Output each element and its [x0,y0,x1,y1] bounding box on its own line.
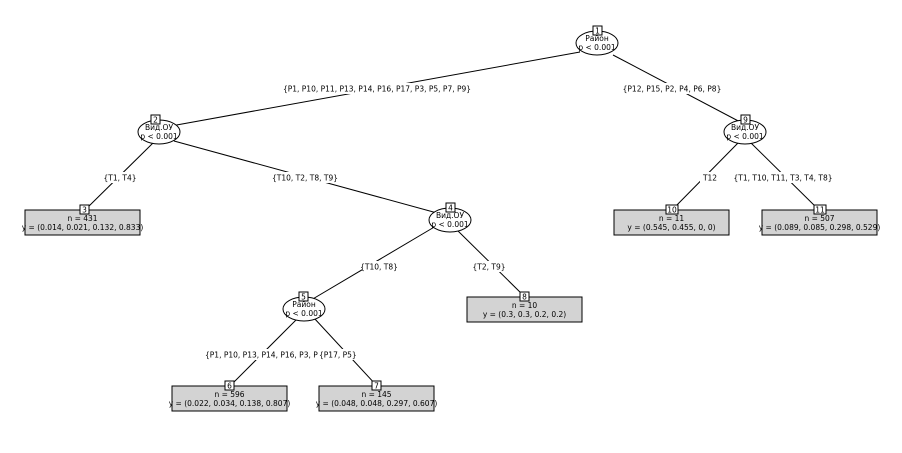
edge-label-2-3: {T1, T4} [103,174,136,183]
leaf-y: y = (0.048, 0.048, 0.297, 0.607) [316,399,438,408]
node-p-value: p < 0.001 [431,220,469,229]
inner-node-5: Район p < 0.001 5 [282,291,326,322]
leaf-node-6: 6 n = 596 y = (0.022, 0.034, 0.138, 0.80… [169,380,291,412]
node-id-box [150,114,161,125]
node-variable: Район [585,34,609,43]
node-id-box [445,202,456,213]
node-p-value: p < 0.001 [578,43,616,52]
leaf-n: n = 431 [67,214,97,223]
edge-label-bg [473,261,505,272]
node-variable: Район [292,300,316,309]
leaf-id-box [813,204,827,215]
inner-node-4: Вид.ОУ p < 0.001 4 [428,202,472,233]
leaf-node-11: 11 n = 507 y = (0.089, 0.085, 0.298, 0.5… [759,204,881,236]
edge-label-1-9: {P12, P15, P2, P4, P6, P8} [623,85,722,94]
edge-label-5-6: {P1, P10, P13, P14, P16, P3, P7, P9} [205,351,341,360]
leaf-id-box [79,204,90,215]
node-id: 2 [153,116,158,125]
node-p-value: p < 0.001 [285,309,323,318]
node-id-box [592,25,603,36]
leaf-n: n = 11 [659,214,685,223]
leaf-y: y = (0.545, 0.455, 0, 0) [627,223,715,232]
edge-label-bg [202,349,318,360]
leaf-n: n = 507 [804,214,834,223]
leaf-id-box [371,380,382,391]
edge-label-5-7: {P17, P5} [319,351,357,360]
edge-labels: {P1, P10, P11, P13, P14, P16, P17, P3, P… [103,83,833,360]
node-p-value: p < 0.001 [726,132,764,141]
inner-node-9: Вид.ОУ p < 0.001 9 [723,114,767,145]
edge-label-9-11: {T1, T10, T11, T3, T4, T8} [733,174,832,183]
leaf-node-3: 3 n = 431 y = (0.014, 0.021, 0.132, 0.83… [22,204,144,236]
leaf-y: y = (0.022, 0.034, 0.138, 0.807) [169,399,291,408]
leaf-id-box [224,380,235,391]
node-p-value: p < 0.001 [140,132,178,141]
node-id: 9 [743,116,748,125]
edge-label-bg [105,172,135,183]
edge-label-bg [274,172,336,183]
leaf-id: 11 [815,206,825,215]
edge-label-9-10: T12 [702,174,717,183]
leaf-id: 7 [374,382,379,391]
leaf-id: 10 [667,206,677,215]
node-id: 4 [448,204,453,213]
edge-label-bg [318,349,358,360]
leaf-node-8: 8 n = 10 y = (0.3, 0.3, 0.2, 0.2) [466,291,583,323]
inner-node-2: Вид.ОУ p < 0.001 2 [137,114,181,145]
leaf-y: y = (0.014, 0.021, 0.132, 0.833) [22,223,144,232]
inner-node-1: Район p < 0.001 1 [575,25,619,56]
node-id-box [740,114,751,125]
node-id: 5 [301,293,306,302]
edge-label-bg [625,83,719,94]
leaf-id: 3 [82,206,87,215]
edge-label-4-5: {T10, T8} [360,263,398,272]
edge-label-2-4: {T10, T2, T8, T9} [272,174,338,183]
node-variable: Вид.ОУ [145,123,173,132]
edge-label-1-2: {P1, P10, P11, P13, P14, P16, P17, P3, P… [283,85,471,94]
node-id: 1 [595,27,600,36]
leaf-node-7: 7 n = 145 y = (0.048, 0.048, 0.297, 0.60… [316,380,438,412]
edge-label-bg [362,261,396,272]
node-variable: Вид.ОУ [436,211,464,220]
edge-label-4-8: {T2, T9} [472,263,505,272]
leaf-id: 6 [227,382,232,391]
leaf-n: n = 10 [512,301,538,310]
edge-label-bg [289,83,465,94]
leaf-id-box [519,291,530,302]
leaf-id-box [665,204,679,215]
leaf-id: 8 [522,293,527,302]
node-id-box [298,291,309,302]
edge-label-bg [738,172,828,183]
leaf-n: n = 145 [361,390,391,399]
leaf-y: y = (0.3, 0.3, 0.2, 0.2) [483,310,566,319]
leaf-n: n = 596 [214,390,244,399]
leaf-node-10: 10 n = 11 y = (0.545, 0.455, 0, 0) [613,204,730,236]
node-variable: Вид.ОУ [731,123,759,132]
leaf-y: y = (0.089, 0.085, 0.298, 0.529) [759,223,881,232]
edge-label-bg [700,172,720,183]
